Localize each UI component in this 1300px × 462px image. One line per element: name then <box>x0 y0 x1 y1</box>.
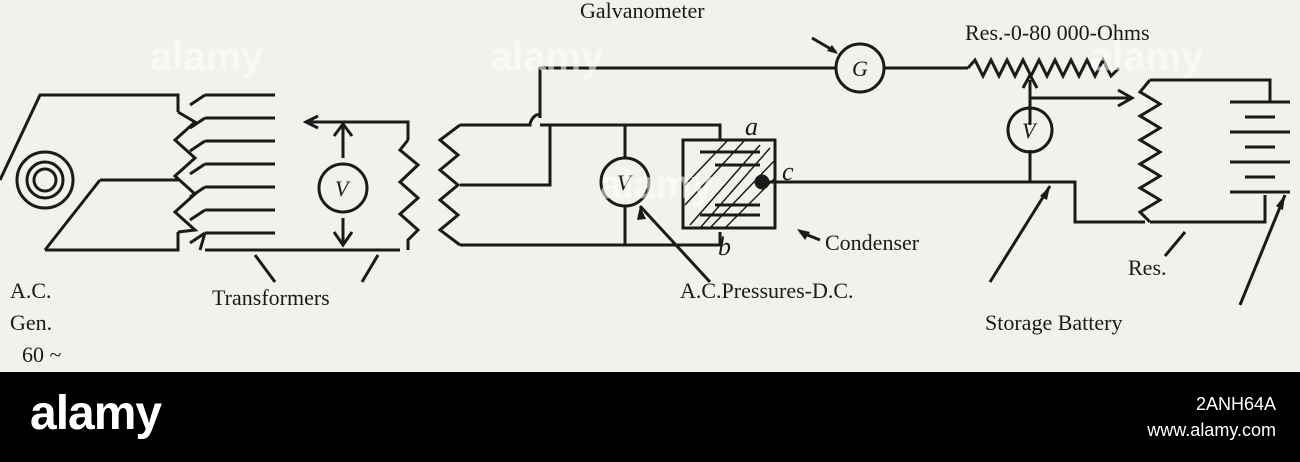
watermark-3: alamy <box>1090 35 1204 79</box>
watermark-2: alamy <box>490 35 604 79</box>
voltmeter-3 <box>1006 106 1054 154</box>
generator-brush <box>43 179 102 251</box>
voltmeter-1 <box>317 162 369 214</box>
label-terminal-b: b <box>718 232 731 261</box>
label-terminal-a: a <box>745 112 758 141</box>
leader-transformer-1 <box>253 254 277 283</box>
leader-res <box>1163 231 1187 257</box>
voltmeter-2 <box>599 156 651 208</box>
label-terminal-c: c <box>782 157 794 186</box>
footer-bar: alamy 2ANH64A www.alamy.com <box>0 372 1300 462</box>
label-pressures: A.C.Pressures-D.C. <box>680 278 854 303</box>
wire-bottom <box>460 232 722 247</box>
generator-core <box>32 167 58 193</box>
generator-lead-top <box>0 93 180 181</box>
transformer-1-secondary <box>189 93 400 252</box>
label-resistance-range: Res.-0-80 000-Ohms <box>965 20 1150 45</box>
meter-v3-label: V <box>1022 118 1038 143</box>
site-url[interactable]: www.alamy.com <box>1147 420 1276 440</box>
label-ac: A.C. <box>10 278 52 303</box>
circuit-diagram: Galvanometer Res.-0-80 000-Ohms A.C. Gen… <box>0 0 1290 367</box>
variable-resistor <box>966 56 1121 80</box>
alamy-logo: alamy <box>30 387 162 440</box>
arrow-left <box>302 114 319 130</box>
wire-c <box>762 150 1032 184</box>
wire-to-galvanometer <box>460 66 835 127</box>
condenser-box <box>681 138 777 230</box>
label-res: Res. <box>1128 255 1167 280</box>
generator-lead-bottom <box>45 232 180 252</box>
battery-resistor <box>1137 79 1163 224</box>
leader-pressure-dc <box>988 185 1052 283</box>
label-gen: Gen. <box>10 310 52 335</box>
label-condenser: Condenser <box>825 230 920 255</box>
leader-pressure-ac <box>638 204 712 284</box>
wire-top-condenser <box>540 123 722 140</box>
label-transformers: Transformers <box>212 285 330 310</box>
generator-outer <box>15 150 75 210</box>
label-galvanometer: Galvanometer <box>580 0 705 23</box>
ac-generator <box>0 93 180 252</box>
label-storage-battery: Storage Battery <box>985 310 1122 335</box>
transformer-2-primary <box>397 139 421 250</box>
watermark-4: alamy <box>600 163 714 207</box>
transformer-1-primary <box>172 110 199 234</box>
label-frequency: 60 ~ <box>22 342 62 367</box>
image-id: 2ANH64A <box>1195 394 1276 414</box>
transformer-2-secondary <box>437 123 461 247</box>
meter-v1-label: V <box>335 176 351 201</box>
generator-inner <box>25 160 65 200</box>
leader-transformer-2 <box>360 254 380 283</box>
meter-v2-label: V <box>617 170 633 195</box>
wire-top-t1 <box>310 120 410 140</box>
storage-battery <box>1230 100 1290 194</box>
leader-battery <box>1238 194 1287 306</box>
watermark-1: alamy <box>150 35 264 79</box>
meter-g-label: G <box>852 56 868 81</box>
